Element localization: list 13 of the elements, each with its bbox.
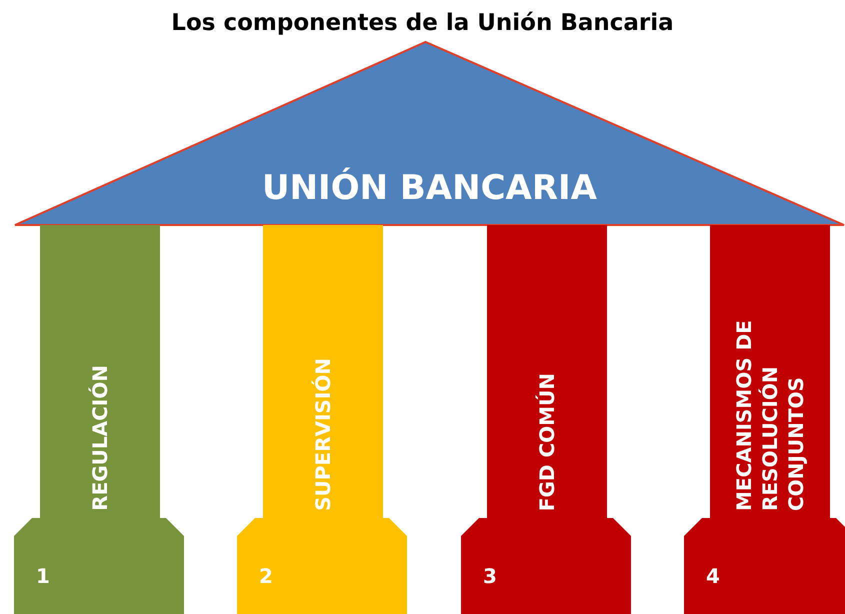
base-number: 1 bbox=[36, 564, 50, 588]
roof-label: UNIÓN BANCARIA bbox=[260, 168, 598, 208]
pillar-label: MECANISMOS DE RESOLUCIÓN CONJUNTOS bbox=[731, 319, 809, 511]
pillar bbox=[263, 225, 383, 521]
pillar-label: FGD COMÚN bbox=[534, 372, 560, 511]
pillar bbox=[487, 225, 607, 521]
pillar-label: REGULACIÓN bbox=[87, 365, 113, 511]
pillar bbox=[40, 225, 160, 521]
base-number: 4 bbox=[706, 564, 720, 588]
base-number: 2 bbox=[259, 564, 273, 588]
title: Los componentes de la Unión Bancaria bbox=[170, 10, 675, 36]
base-number: 3 bbox=[483, 564, 497, 588]
pillar-label: SUPERVISIÓN bbox=[310, 358, 336, 511]
